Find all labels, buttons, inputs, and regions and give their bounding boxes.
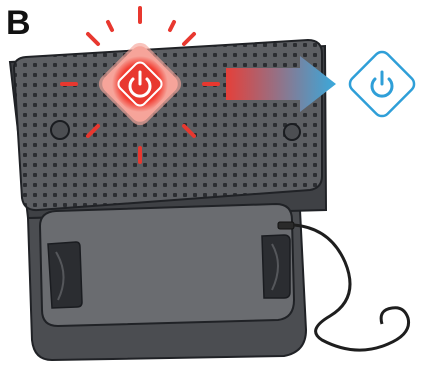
- right-screw: [284, 124, 300, 140]
- left-grip: [48, 242, 82, 308]
- step-label: B: [6, 6, 31, 40]
- led-blue-indicator: [347, 49, 418, 120]
- usb-cable: [294, 225, 409, 350]
- cable-plug: [278, 222, 294, 229]
- left-screw: [51, 121, 69, 139]
- right-grip: [262, 235, 290, 298]
